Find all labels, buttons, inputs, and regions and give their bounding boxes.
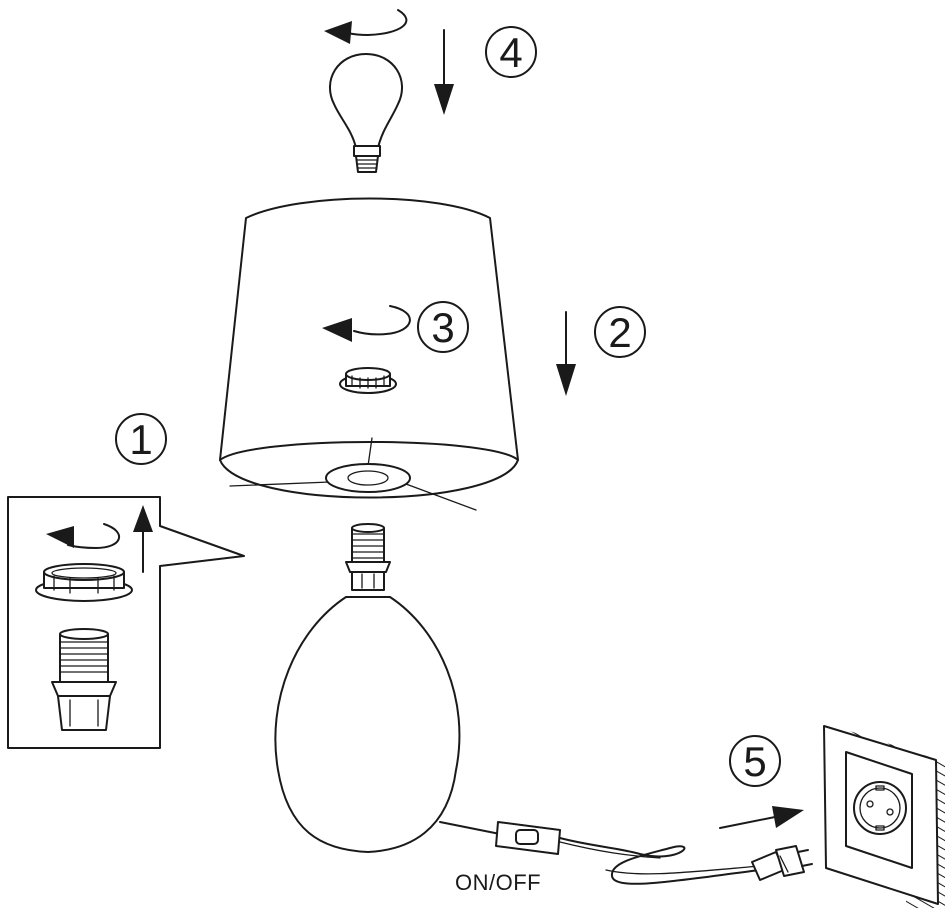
step-3-number: 3 [431, 304, 454, 351]
step-5-number: 5 [743, 738, 766, 785]
detail-rotate-arrow [68, 524, 119, 548]
shade-down-arrow [556, 312, 576, 396]
lamp-neck-socket [346, 524, 390, 590]
step-1-number: 1 [129, 416, 152, 463]
inline-switch [496, 822, 560, 854]
step-4-number: 4 [499, 29, 522, 76]
bulb-rotate-arrow [348, 10, 406, 35]
plug-in-arrow [720, 806, 804, 828]
step-1-marker: 1 [116, 414, 166, 464]
wall-outlet [824, 724, 945, 908]
lamp-shade [220, 199, 518, 511]
detail-callout-box [8, 497, 244, 748]
bulb-illustration [324, 10, 454, 172]
step-2-marker: 2 [595, 307, 645, 357]
step-5-marker: 5 [730, 736, 780, 786]
step-2-number: 2 [608, 309, 631, 356]
power-plug [752, 846, 812, 880]
lamp-base-body [275, 597, 459, 852]
switch-label: ON/OFF [455, 870, 541, 895]
step-4-marker: 4 [486, 27, 536, 77]
bulb-rotate-arrowhead [324, 21, 352, 44]
